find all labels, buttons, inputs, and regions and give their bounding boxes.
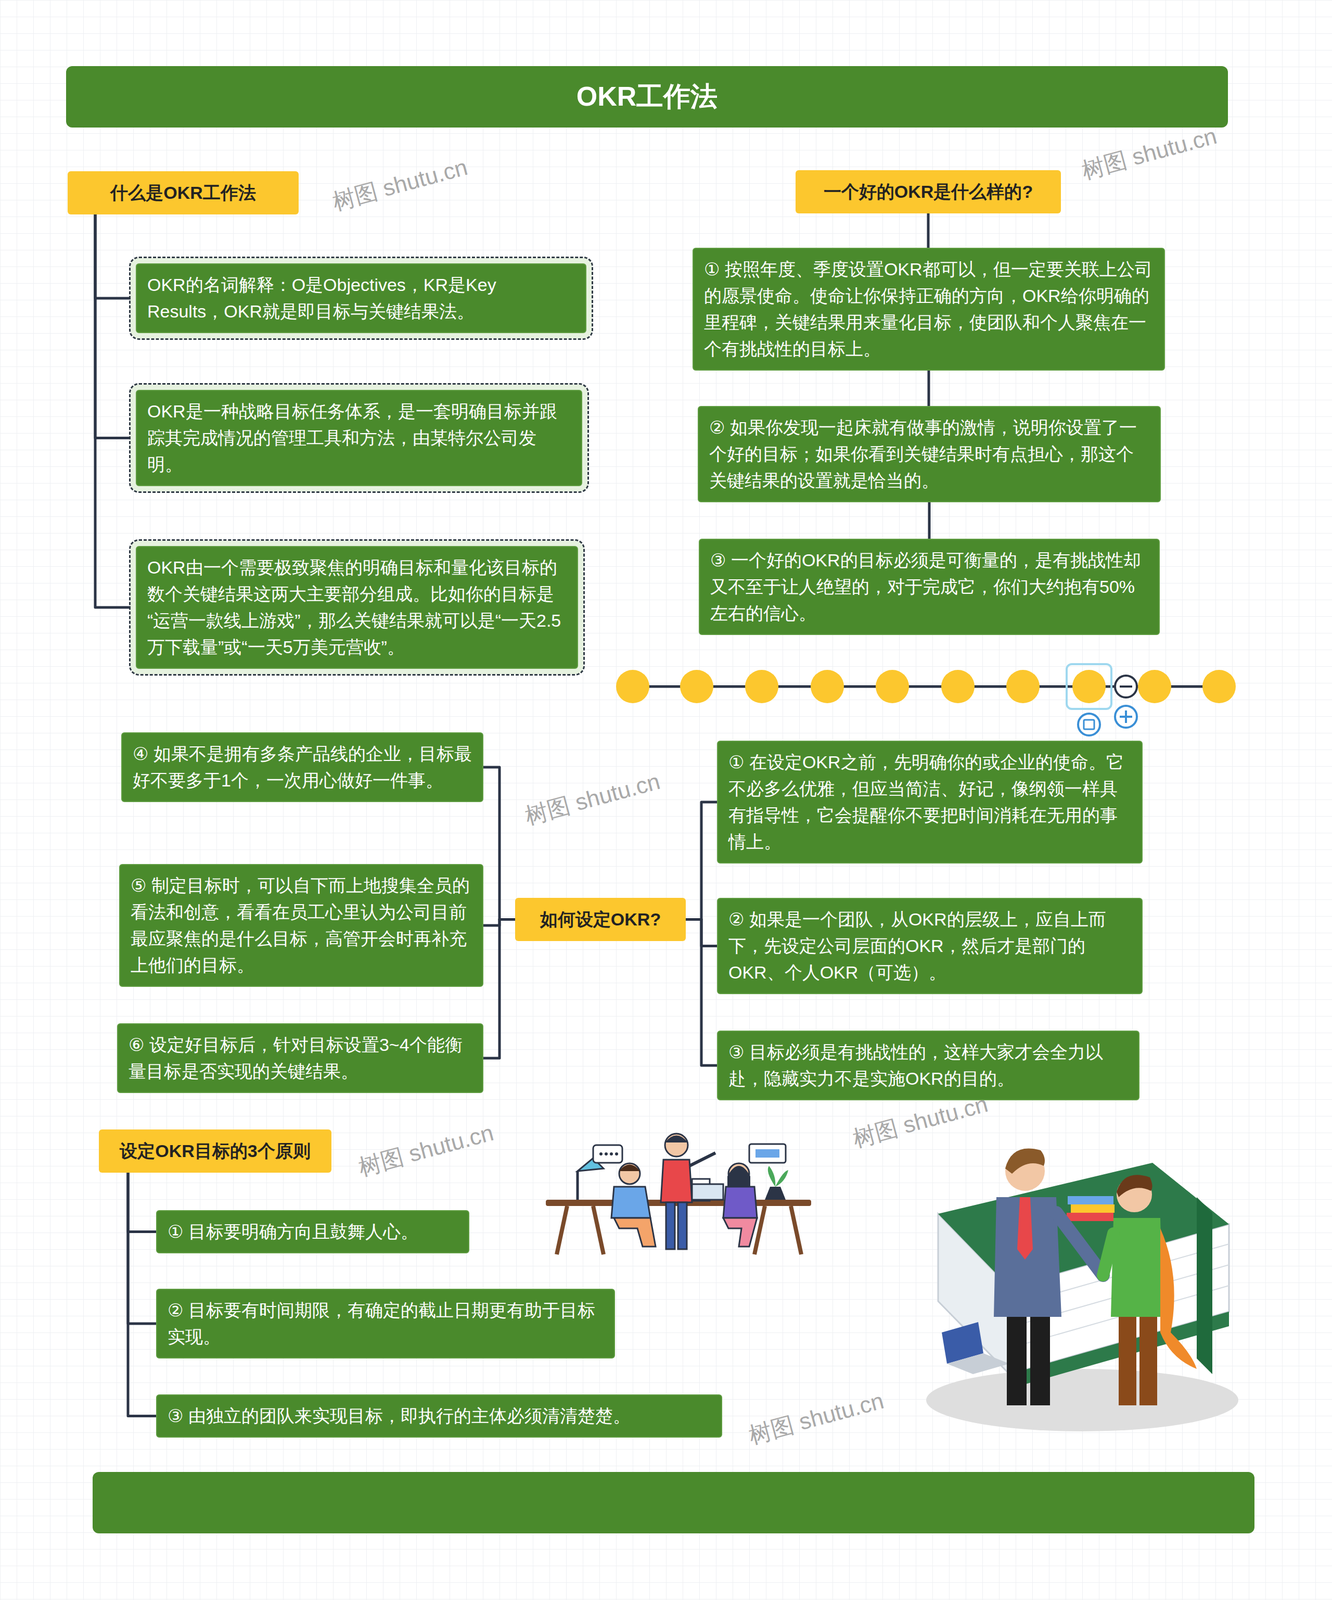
team-illustration	[545, 1133, 812, 1254]
content-box: ② 如果是一个团队，从OKR的层级上，应自上而下，先设定公司层面的OKR，然后才…	[716, 897, 1143, 994]
connector	[928, 502, 931, 539]
connector	[95, 214, 136, 608]
box-text: ① 在设定OKR之前，先明确你的或企业的使命。它不必多么优雅，但应当简洁、好记，…	[728, 748, 1132, 855]
box-text: OKR是一种战略目标任务体系，是一套明确目标并跟踪其完成情况的管理工具和方法，由…	[147, 398, 571, 478]
section-header: 设定OKR目标的3个原则	[98, 1129, 332, 1173]
header-text: 一个好的OKR是什么样的?	[808, 178, 1049, 206]
box-text: ③ 一个好的OKR的目标必须是可衡量的，是有挑战性却又不至于让人绝望的，对于完成…	[710, 546, 1149, 627]
content-box: ③ 一个好的OKR的目标必须是可衡量的，是有挑战性却又不至于让人绝望的，对于完成…	[698, 538, 1160, 635]
connector	[127, 1172, 157, 1232]
title: OKR工作法	[66, 66, 1228, 128]
content-box: ③ 由独立的团队来实现目标，即执行的主体必须清清楚楚。	[156, 1393, 723, 1438]
section-header: 什么是OKR工作法	[67, 171, 299, 215]
partners-illustration	[926, 1148, 1239, 1431]
header-text: 设定OKR目标的3个原则	[111, 1137, 319, 1164]
content-box: ① 目标要明确方向且鼓舞人心。	[156, 1209, 470, 1253]
box-text: OKR由一个需要极致聚焦的明确目标和量化该目标的数个关键结果这两大主要部分组成。…	[147, 554, 567, 661]
box-text: ④ 如果不是拥有多条产品线的企业，目标最好不要多于1个，一次用心做好一件事。	[132, 740, 472, 794]
watermark: 树图 shutu.cn	[745, 1385, 888, 1451]
content-box: ② 目标要有时间期限，有确定的截止日期更有助于目标实现。	[156, 1288, 616, 1359]
connector	[685, 801, 717, 920]
content-box: OKR由一个需要极致聚焦的明确目标和量化该目标的数个关键结果这两大主要部分组成。…	[135, 545, 579, 669]
connector	[483, 919, 516, 1059]
box-text: ② 如果是一个团队，从OKR的层级上，应自上而下，先设定公司层面的OKR，然后才…	[728, 905, 1132, 986]
content-box: ② 如果你发现一起床就有做事的激情，说明你设置了一个好的目标；如果你看到关键结果…	[697, 405, 1161, 503]
header-text: 什么是OKR工作法	[80, 179, 287, 207]
box-text: OKR的名词解释：O是Objectives，KR是Key Results，OKR…	[147, 271, 575, 325]
content-box: ① 在设定OKR之前，先明确你的或企业的使命。它不必多么优雅，但应当简洁、好记，…	[716, 740, 1143, 864]
watermark: 树图 shutu.cn	[354, 1117, 497, 1183]
connector	[927, 370, 931, 406]
connector	[95, 214, 136, 439]
section-header: 一个好的OKR是什么样的?	[795, 170, 1061, 214]
box-text: ② 目标要有时间期限，有确定的截止日期更有助于目标实现。	[167, 1296, 604, 1350]
watermark: 树图 shutu.cn	[521, 765, 664, 832]
watermark: 树图 shutu.cn	[328, 151, 471, 218]
connector	[127, 1172, 157, 1324]
box-text: ③ 目标必须是有挑战性的，这样大家才会全力以赴，隐藏实力不是实施OKR的目的。	[728, 1038, 1129, 1092]
content-box: ④ 如果不是拥有多条产品线的企业，目标最好不要多于1个，一次用心做好一件事。	[121, 732, 484, 802]
content-box: OKR是一种战略目标任务体系，是一套明确目标并跟踪其完成情况的管理工具和方法，由…	[135, 389, 583, 486]
dot-row	[616, 663, 1236, 736]
content-box: ③ 目标必须是有挑战性的，这样大家才会全力以赴，隐藏实力不是实施OKR的目的。	[716, 1030, 1140, 1100]
content-box: ① 按照年度、季度设置OKR都可以，但一定要关联上公司的愿景使命。使命让你保持正…	[692, 247, 1165, 371]
header-text: 如何设定OKR?	[527, 905, 674, 933]
box-text: ① 目标要明确方向且鼓舞人心。	[167, 1218, 458, 1245]
box-text: ② 如果你发现一起床就有做事的激情，说明你设置了一个好的目标；如果你看到关键结果…	[709, 414, 1150, 494]
box-text: ⑤ 制定目标时，可以自下而上地搜集全员的看法和创意，看看在员工心里认为公司目前最…	[130, 872, 472, 979]
connector	[483, 766, 516, 920]
title-band	[66, 66, 1228, 128]
content-box: OKR的名词解释：O是Objectives，KR是Key Results，OKR…	[135, 263, 587, 333]
content-box: ⑤ 制定目标时，可以自下而上地搜集全员的看法和创意，看看在员工心里认为公司目前最…	[119, 863, 484, 987]
box-text: ① 按照年度、季度设置OKR都可以，但一定要关联上公司的愿景使命。使命让你保持正…	[703, 255, 1154, 363]
footer-band	[92, 1471, 1255, 1533]
connector	[927, 213, 930, 248]
watermark: 树图 shutu.cn	[1078, 120, 1221, 187]
box-text: ⑥ 设定好目标后，针对目标设置3~4个能衡量目标是否实现的关键结果。	[128, 1031, 472, 1085]
connector	[127, 1172, 157, 1416]
box-text: ③ 由独立的团队来实现目标，即执行的主体必须清清楚楚。	[167, 1402, 711, 1429]
connector	[685, 919, 717, 1066]
content-box: ⑥ 设定好目标后，针对目标设置3~4个能衡量目标是否实现的关键结果。	[117, 1022, 484, 1093]
connector	[95, 214, 136, 299]
section-header: 如何设定OKR?	[515, 897, 686, 941]
